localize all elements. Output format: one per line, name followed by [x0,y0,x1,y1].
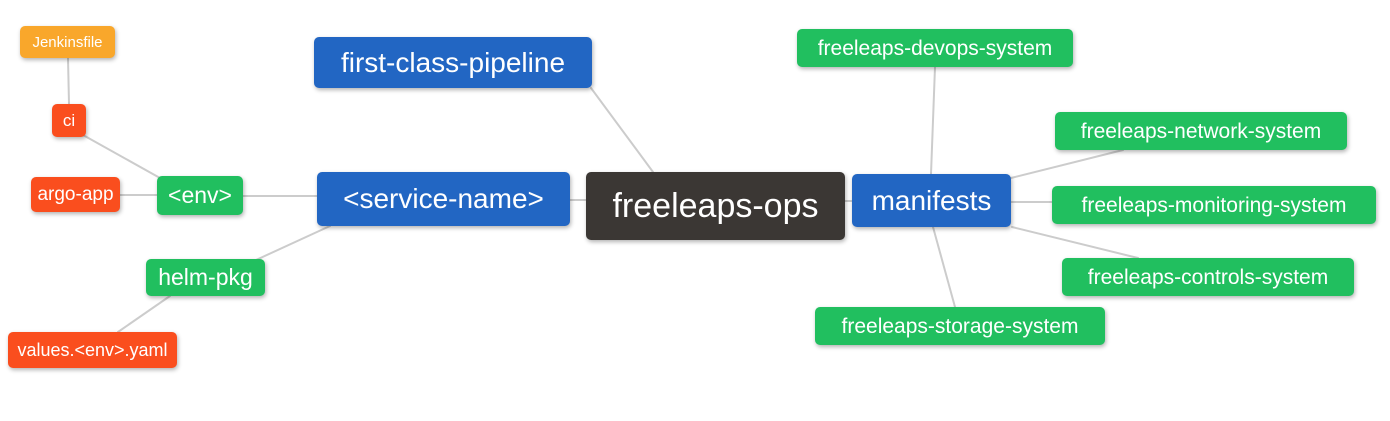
edge-manifests-to-freeleaps-storage-system [932,226,956,308]
edge-first-class-pipeline-to-freeleaps-ops [590,87,654,173]
edge-helm-pkg-to-values-env-yaml [117,295,171,333]
node-freeleaps-monitoring-system[interactable]: freeleaps-monitoring-system [1052,186,1376,224]
edge-ci-to-env [82,134,161,179]
node-helm-pkg[interactable]: helm-pkg [146,259,265,296]
node-service-name[interactable]: <service-name> [317,172,570,226]
edge-freeleaps-devops-system-to-manifests [930,66,936,175]
node-freeleaps-network-system[interactable]: freeleaps-network-system [1055,112,1347,150]
edge-manifests-to-freeleaps-network-system [1010,149,1124,179]
node-values-env-yaml[interactable]: values.<env>.yaml [8,332,177,368]
edge-manifests-to-freeleaps-controls-system [1011,226,1139,259]
node-env[interactable]: <env> [157,176,243,215]
node-freeleaps-storage-system[interactable]: freeleaps-storage-system [815,307,1105,345]
node-manifests[interactable]: manifests [852,174,1011,227]
node-ci[interactable]: ci [52,104,86,137]
node-freeleaps-ops[interactable]: freeleaps-ops [586,172,845,240]
node-argo-app[interactable]: argo-app [31,177,120,212]
edge-jenkinsfile-to-ci [67,57,70,105]
node-freeleaps-devops-system[interactable]: freeleaps-devops-system [797,29,1073,67]
node-jenkinsfile[interactable]: Jenkinsfile [20,26,115,58]
node-first-class-pipeline[interactable]: first-class-pipeline [314,37,592,88]
edge-service-name-to-helm-pkg [255,225,331,261]
node-freeleaps-controls-system[interactable]: freeleaps-controls-system [1062,258,1354,296]
